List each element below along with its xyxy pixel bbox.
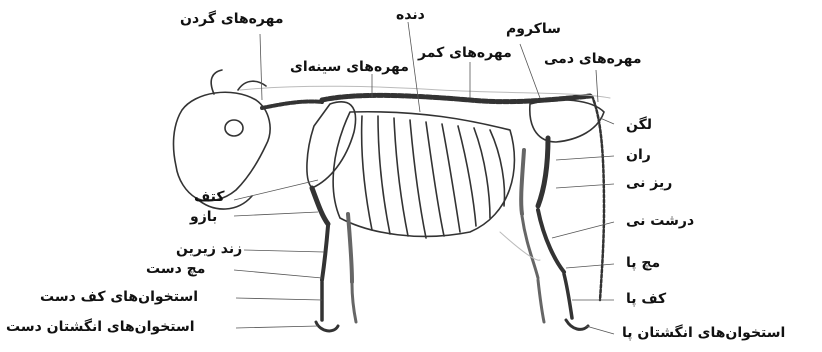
leader-sacrum — [520, 44, 540, 98]
label-lumbar-vertebrae: مهره‌های کمر — [418, 46, 512, 60]
leader-metacarpus — [236, 298, 322, 300]
leader-fibula — [556, 184, 614, 188]
tibia-bone — [538, 210, 564, 272]
hind-metatarsus — [564, 274, 572, 318]
leader-tail — [596, 70, 598, 102]
leader-fore-phalanges — [236, 326, 318, 328]
pelvis-bone — [530, 100, 604, 142]
label-neck-vertebrae: مهره‌های گردن — [180, 12, 284, 26]
label-metatarsus: کف پا — [626, 292, 666, 306]
leader-neck — [260, 34, 262, 100]
femur-bone — [538, 138, 548, 206]
humerus-bone — [312, 188, 328, 224]
ribcage-outline — [333, 112, 514, 237]
label-femur: ران — [626, 148, 651, 162]
label-humerus: بازو — [190, 210, 217, 224]
leader-hind-phalanges — [586, 326, 614, 334]
radius-ulna-bone — [322, 226, 328, 280]
horn-left — [211, 70, 222, 94]
label-tail-vertebrae: مهره‌های دمی — [544, 52, 642, 66]
leader-femur — [556, 156, 614, 160]
eye-socket — [225, 120, 243, 136]
hind-hoof — [566, 320, 588, 329]
label-scapula: کتف — [194, 190, 225, 204]
fore-hoof — [316, 322, 338, 331]
label-fore-phalanges: استخوان‌های انگشتان دست — [6, 320, 195, 334]
label-sacrum: ساکروم — [506, 22, 561, 36]
leader-radius — [244, 250, 324, 252]
label-pelvis: لگن — [626, 118, 652, 132]
leader-pelvis — [600, 118, 614, 124]
leader-tarsus — [566, 264, 614, 268]
leader-carpus — [234, 270, 322, 278]
label-hind-phalanges: استخوان‌های انگشتان پا — [622, 326, 785, 340]
leader-scapula — [234, 180, 318, 200]
label-radius-ulna: زند زیرین — [176, 242, 242, 256]
label-fibula: ریز نی — [626, 176, 672, 190]
neck-spine — [262, 101, 322, 108]
label-carpus: مچ دست — [146, 262, 205, 276]
label-tibia: درشت نی — [626, 214, 694, 228]
label-tarsus: مچ پا — [626, 256, 660, 270]
label-metacarpus: استخوان‌های کف دست — [40, 290, 198, 304]
skull — [174, 92, 271, 201]
leader-humerus — [234, 212, 318, 216]
label-rib: دنده — [396, 8, 425, 22]
label-thoracic-vertebrae: مهره‌های سینه‌ای — [290, 60, 409, 74]
